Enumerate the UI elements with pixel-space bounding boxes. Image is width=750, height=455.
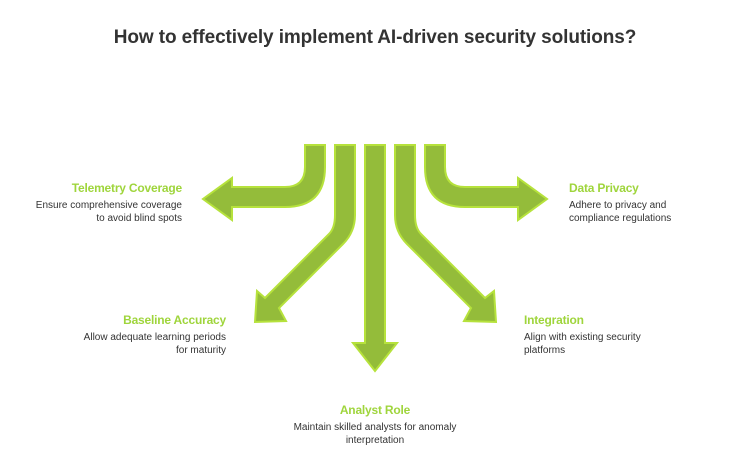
arrow-down [350,144,400,373]
item-heading: Analyst Role [339,403,411,417]
item-heading: Integration [524,313,584,327]
item-analyst-role: Analyst Role Maintain skilled analysts f… [290,403,460,447]
item-description: Align with existing security platforms [524,332,641,356]
item-heading: Baseline Accuracy [123,313,226,327]
item-description: Allow adequate learning periods for matu… [83,332,226,356]
page-title: How to effectively implement AI-driven s… [113,27,637,48]
item-description: Adhere to privacy and compliance regulat… [569,200,672,224]
item-integration: Integration Align with existing security… [524,313,664,357]
item-description: Maintain skilled analysts for anomaly in… [293,422,457,446]
arrow-down-right [394,144,498,324]
arrow-left [201,144,326,222]
item-data-privacy: Data Privacy Adhere to privacy and compl… [569,181,699,225]
item-heading: Data Privacy [569,181,639,195]
item-heading: Telemetry Coverage [71,181,182,195]
item-telemetry-coverage: Telemetry Coverage Ensure comprehensive … [30,181,182,225]
item-baseline-accuracy: Baseline Accuracy Allow adequate learnin… [80,313,227,357]
item-description: Ensure comprehensive coverage to avoid b… [35,200,182,224]
arrow-right [424,144,549,222]
arrow-down-left [253,144,356,324]
